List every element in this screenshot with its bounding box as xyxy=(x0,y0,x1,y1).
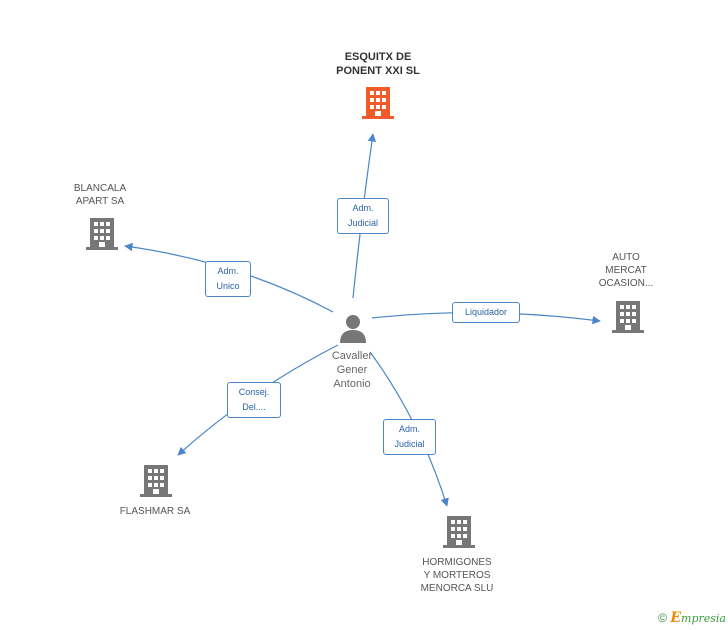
auto-line-3: OCASION... xyxy=(598,278,654,289)
hormigones-line-2: Y MORTEROS xyxy=(423,570,491,581)
brand-rest: mpresia xyxy=(681,612,726,625)
building-icon-hormigones[interactable] xyxy=(443,515,475,549)
hormigones-line-1: HORMIGONES xyxy=(422,557,492,568)
edge-label-auto-line-1: Liquidador xyxy=(464,307,508,317)
flashmar-line-1: FLASHMAR SA xyxy=(119,506,191,517)
person-icon[interactable] xyxy=(338,313,368,343)
edge-label-hormigones: Adm. Judicial xyxy=(383,419,436,455)
node-label-auto[interactable]: AUTO MERCAT OCASION... xyxy=(582,251,670,290)
building-icon-esquitx[interactable] xyxy=(362,86,394,120)
copyright-symbol: © xyxy=(658,611,668,625)
auto-line-1: AUTO xyxy=(612,252,640,263)
edge-label-blancala: Adm. Unico xyxy=(205,261,251,297)
brand-initial: E xyxy=(670,610,682,626)
hormigones-line-3: MENORCA SLU xyxy=(420,583,494,594)
edge-label-auto: Liquidador xyxy=(452,302,520,323)
footer-brand: © Empresia xyxy=(658,610,726,626)
blancala-line-2: APART SA xyxy=(75,196,125,207)
esquitx-line-1: ESQUITX DE xyxy=(344,51,412,63)
building-icon-blancala[interactable] xyxy=(86,217,118,251)
center-name-line-2: Gener xyxy=(336,364,368,376)
building-icon-flashmar[interactable] xyxy=(140,464,172,498)
edge-label-esquitx-line-2: Judicial xyxy=(347,218,378,228)
center-name-line-1: Cavaller xyxy=(331,350,373,362)
edge-label-blancala-line-2: Unico xyxy=(216,281,240,291)
edge-label-blancala-line-1: Adm. xyxy=(217,266,239,276)
building-icon-auto[interactable] xyxy=(612,300,644,334)
node-label-blancala[interactable]: BLANCALA APART SA xyxy=(50,182,150,208)
node-label-esquitx[interactable]: ESQUITX DE PONENT XXI SL xyxy=(318,50,438,78)
edge-label-flashmar: Consej. Del.... xyxy=(227,382,281,418)
auto-line-2: MERCAT xyxy=(605,265,647,276)
edge-label-hormigones-line-2: Judicial xyxy=(394,439,425,449)
edge-label-esquitx-line-1: Adm. xyxy=(352,203,374,213)
edge-label-hormigones-line-1: Adm. xyxy=(398,424,420,434)
node-label-hormigones[interactable]: HORMIGONES Y MORTEROS MENORCA SLU xyxy=(402,556,512,595)
center-person-name[interactable]: Cavaller Gener Antonio xyxy=(310,349,394,391)
center-name-line-3: Antonio xyxy=(333,378,371,390)
edge-label-flashmar-line-1: Consej. xyxy=(238,387,270,397)
edge-label-esquitx: Adm. Judicial xyxy=(337,198,389,234)
esquitx-line-2: PONENT XXI SL xyxy=(336,65,420,77)
edge-label-flashmar-line-2: Del.... xyxy=(242,402,266,412)
node-label-flashmar[interactable]: FLASHMAR SA xyxy=(100,505,210,518)
brand-logo: Empresia xyxy=(670,610,726,626)
blancala-line-1: BLANCALA xyxy=(73,183,127,194)
